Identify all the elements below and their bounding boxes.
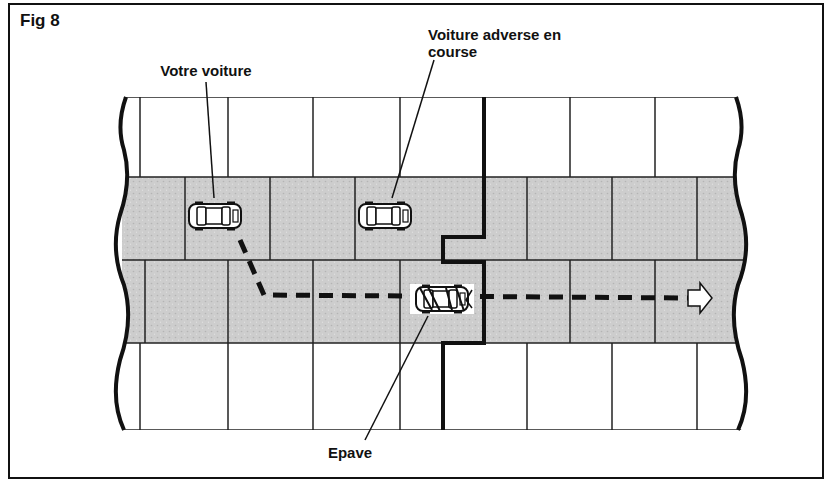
figure-title: Fig 8 bbox=[20, 12, 60, 29]
callout-label: Epave bbox=[310, 444, 390, 461]
callout-label: Voiture adverse en course bbox=[428, 26, 564, 60]
callout-label: Votre voiture bbox=[136, 62, 276, 79]
